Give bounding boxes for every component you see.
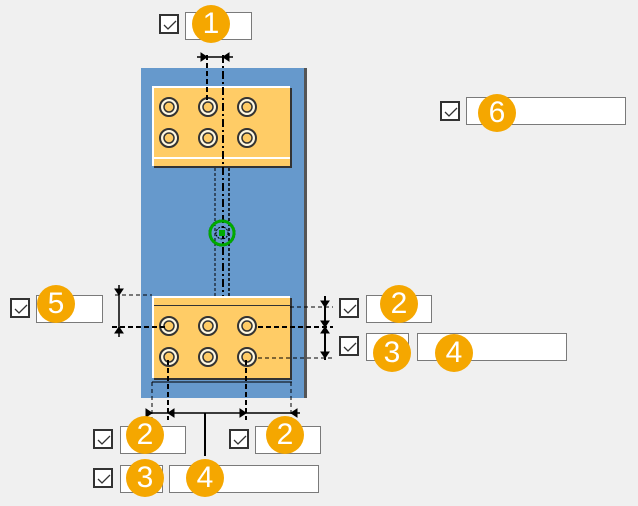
badge-5: 5 bbox=[37, 285, 75, 323]
top-dimension bbox=[197, 52, 233, 100]
bolt-icon bbox=[237, 97, 257, 117]
center-lines bbox=[214, 55, 230, 296]
bolt-icon bbox=[237, 316, 257, 336]
badge-3-bottom: 3 bbox=[126, 459, 164, 497]
left-dimension bbox=[112, 285, 168, 337]
bottom-dimension bbox=[145, 360, 300, 456]
center-point-icon bbox=[208, 219, 236, 247]
checkbox-2-bottom-right[interactable] bbox=[229, 429, 249, 449]
bolt-icon bbox=[159, 97, 179, 117]
right-dimension bbox=[258, 296, 333, 360]
checkbox-2-bottom-left[interactable] bbox=[93, 429, 113, 449]
bolt-group bbox=[159, 97, 257, 367]
bolt-icon bbox=[198, 97, 218, 117]
checkbox-2-right[interactable] bbox=[339, 298, 359, 318]
checkmark-icon bbox=[343, 342, 357, 352]
checkmark-icon bbox=[97, 435, 111, 445]
bolt-icon bbox=[159, 128, 179, 148]
badge-6: 6 bbox=[478, 94, 516, 132]
badge-1: 1 bbox=[192, 5, 230, 43]
bolt-icon bbox=[198, 347, 218, 367]
bolt-icon bbox=[198, 128, 218, 148]
badge-4-right: 4 bbox=[435, 334, 473, 372]
bolt-icon bbox=[237, 347, 257, 367]
checkmark-icon bbox=[444, 107, 458, 117]
checkbox-6[interactable] bbox=[440, 101, 460, 121]
bolt-icon bbox=[237, 128, 257, 148]
checkmark-icon bbox=[14, 304, 28, 314]
checkmark-icon bbox=[97, 474, 111, 484]
badge-2-right: 2 bbox=[380, 285, 418, 323]
bottom-plate bbox=[152, 296, 292, 380]
checkmark-icon bbox=[163, 20, 177, 30]
checkmark-icon bbox=[343, 304, 357, 314]
badge-2-bottom-left: 2 bbox=[126, 416, 164, 454]
checkmark-icon bbox=[233, 435, 247, 445]
checkbox-3-bottom[interactable] bbox=[93, 468, 113, 488]
checkbox-5[interactable] bbox=[10, 298, 30, 318]
badge-2-bottom-right: 2 bbox=[266, 416, 304, 454]
checkbox-3-right[interactable] bbox=[339, 336, 359, 356]
badge-3-right: 3 bbox=[373, 334, 411, 372]
column-shadow bbox=[304, 68, 307, 398]
bolt-icon bbox=[198, 316, 218, 336]
checkbox-1[interactable] bbox=[159, 14, 179, 34]
badge-4-bottom: 4 bbox=[186, 459, 224, 497]
